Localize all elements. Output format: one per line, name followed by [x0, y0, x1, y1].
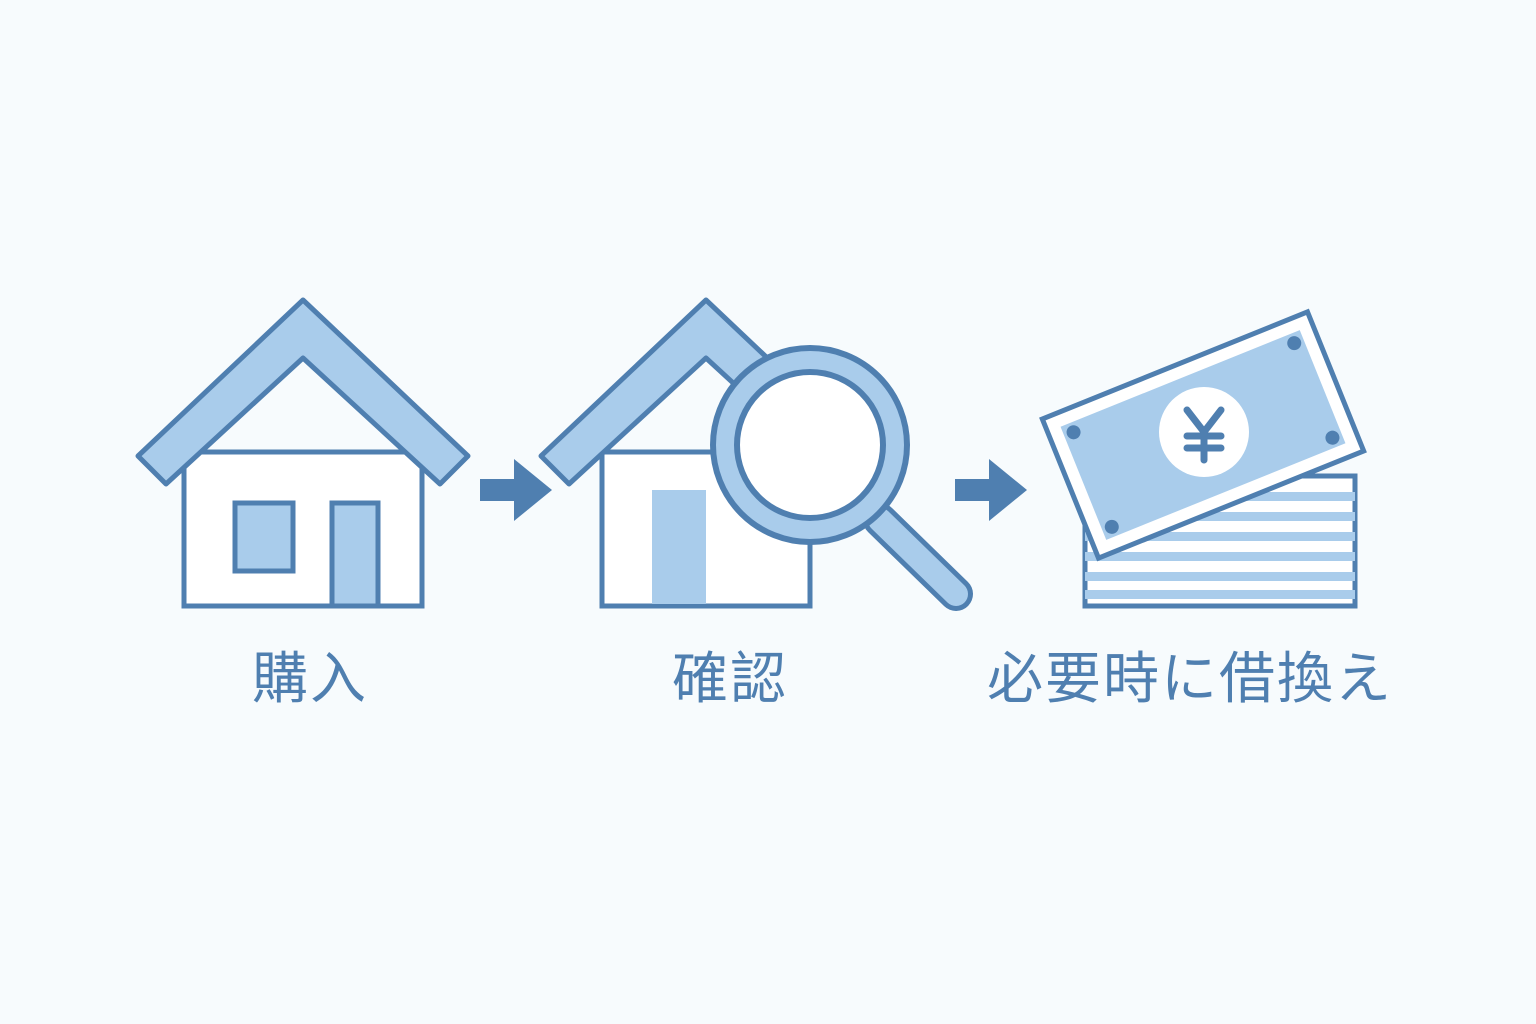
step-label-refinance: 必要時に借換え	[987, 647, 1393, 712]
arrow-right-icon	[955, 459, 1027, 521]
arrow-right-icon	[480, 459, 552, 521]
house-icon	[135, 297, 471, 609]
step-label-purchase: 購入	[252, 647, 368, 712]
step-label-confirm: 確認	[672, 647, 788, 712]
yen-banknotes-icon	[1039, 308, 1367, 609]
house-with-magnifier-icon	[538, 297, 973, 611]
